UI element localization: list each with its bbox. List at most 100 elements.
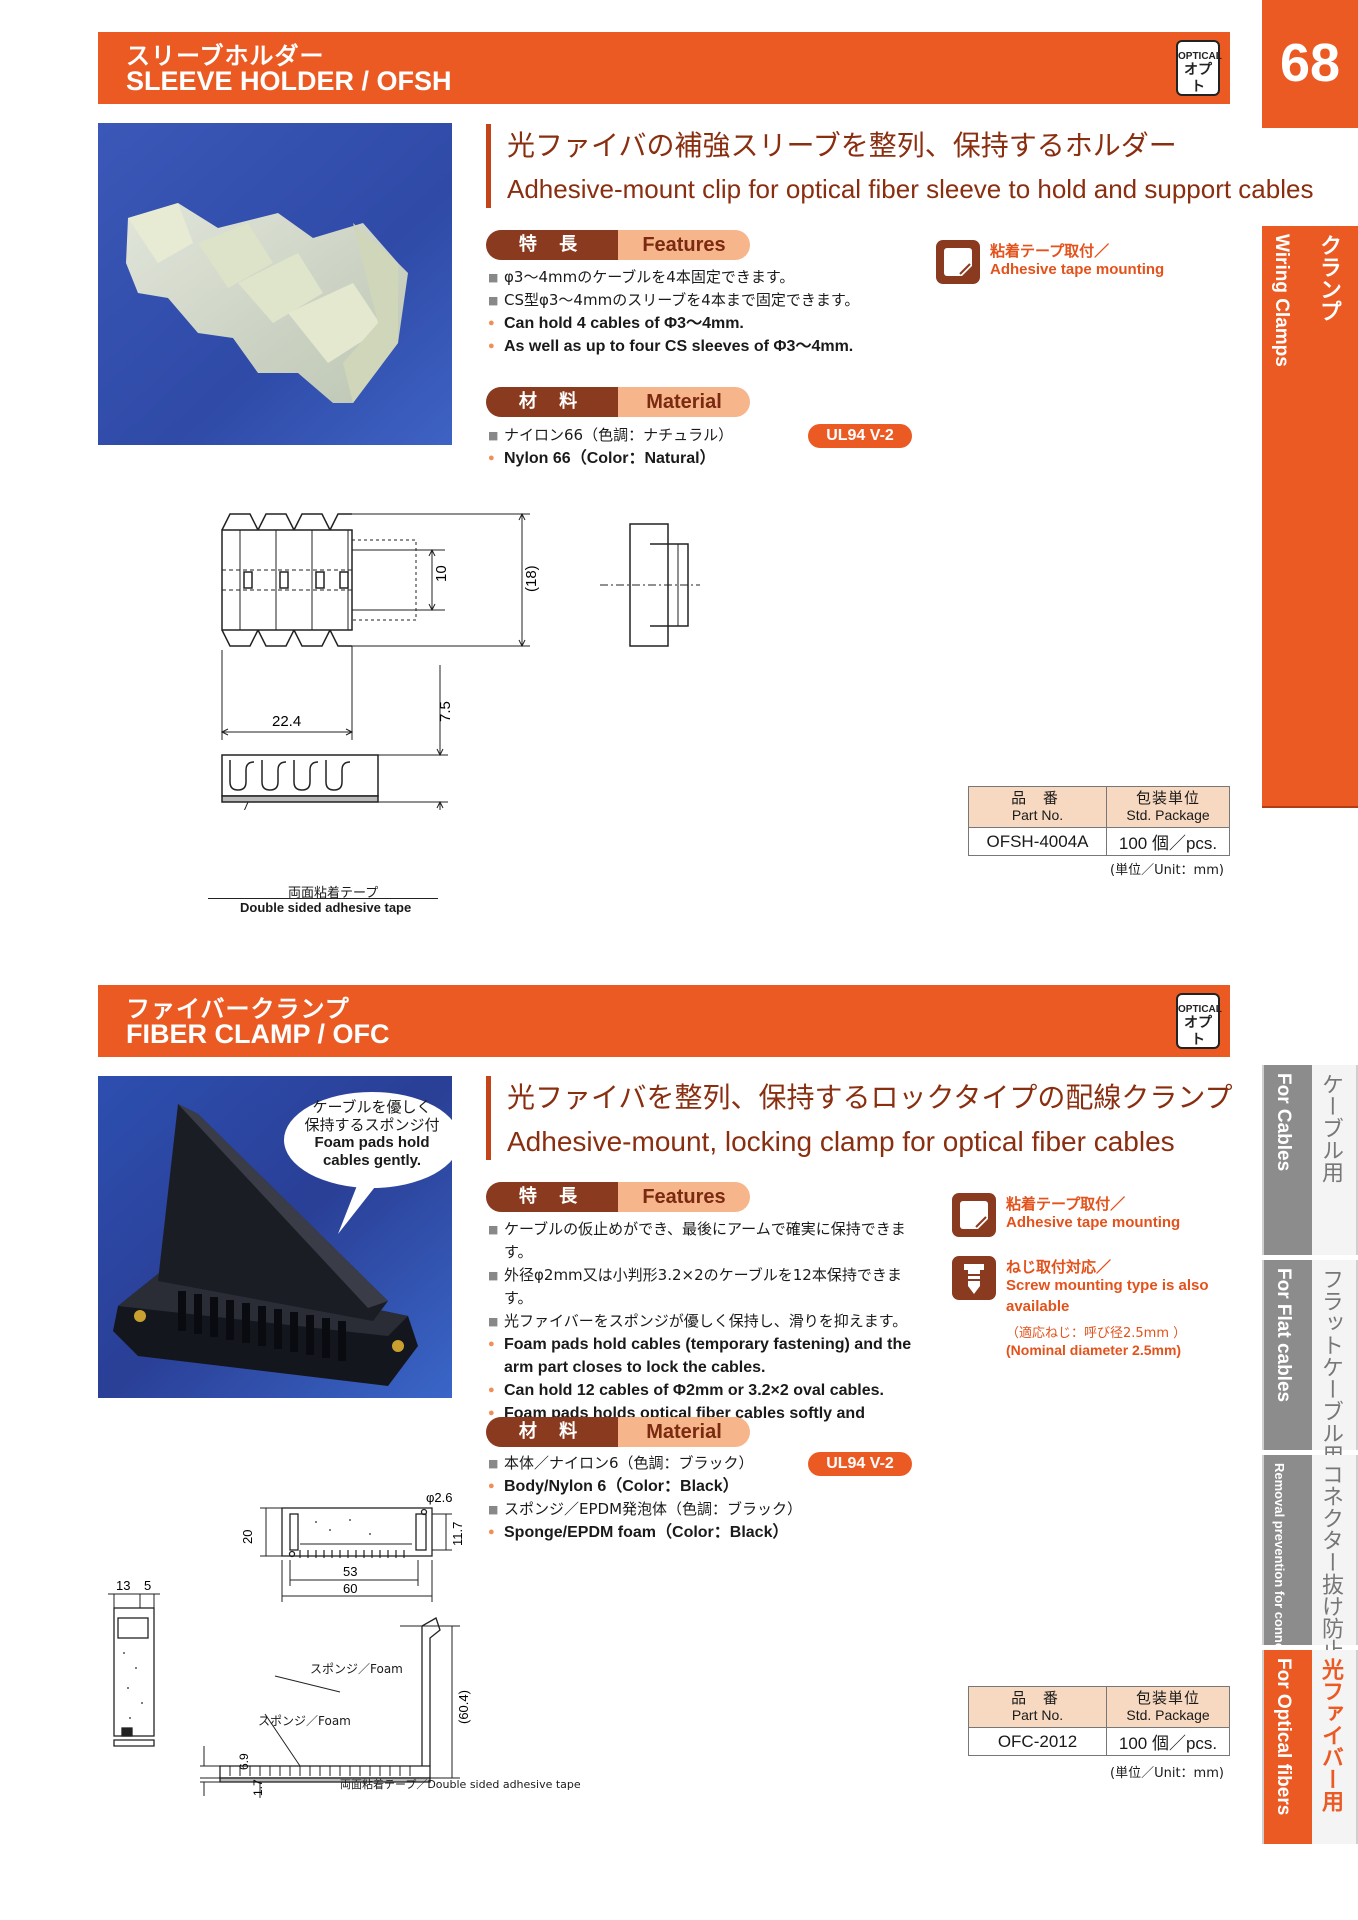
tab-for-optical-en: For Optical fibers: [1273, 1658, 1294, 1816]
optical-badge-jp: オプト: [1184, 1015, 1212, 1048]
screw-note-jp: （適応ねじ：呼び径2.5mm ）: [1006, 1326, 1187, 1341]
features-label-en: Features: [618, 1182, 750, 1212]
tab-for-cables-jp: ケーブル用: [1318, 1073, 1343, 1183]
tab-for-flat-cables[interactable]: For Flat cables フラットケーブル用: [1262, 1260, 1358, 1466]
feature-item: Can hold 12 cables of Φ2mm or 3.2×2 oval…: [488, 1379, 928, 1402]
features-label-jp: 特 長: [486, 230, 618, 260]
callout-en-1: Foam pads hold: [314, 1134, 430, 1151]
dim-1-7: 1.7: [251, 1779, 265, 1796]
tab-strip: [1264, 1065, 1312, 1255]
leader-line: [208, 898, 438, 899]
dim-53: 53: [343, 1564, 357, 1579]
page-number: 68: [1279, 33, 1341, 93]
material-label-jp: 材 料: [486, 387, 618, 417]
section2-features-list: ケーブルの仮止めができ、最後にアームで確実に保持できます。 外径φ2mm又は小判…: [488, 1218, 928, 1448]
features-label-en: Features: [618, 230, 750, 260]
section2-adhesive-mount: 粘着テープ取付／ Adhesive tape mounting: [952, 1193, 1202, 1243]
section1-tape-label-jp: 両面粘着テープ: [288, 886, 379, 901]
dim-10: 10: [433, 565, 450, 582]
screw-note-en: (Nominal diameter 2.5mm): [1006, 1342, 1182, 1358]
tab-strip: [1264, 1455, 1312, 1645]
dim-18: (18): [523, 565, 540, 592]
section2-headline-en: Adhesive-mount, locking clamp for optica…: [507, 1126, 1175, 1157]
tab-wiring-clamps[interactable]: Wiring Clamps クランプ: [1262, 226, 1358, 808]
adhesive-mount-en: Adhesive tape mounting: [1006, 1214, 1181, 1231]
section2-unit: (単位／Unit：mm): [1110, 1766, 1224, 1781]
optical-badge: OPTICAL オプト: [1176, 993, 1222, 1049]
section1-title-jp: スリーブホルダー: [126, 42, 325, 70]
section1-unit: (単位／Unit：mm): [1110, 863, 1224, 878]
section2-header: ファイバークランプ FIBER CLAMP / OFC OPTICAL オプト: [98, 985, 1230, 1057]
section1-material-list: ナイロン66（色調：ナチュラル） Nylon 66（Color：Natural）: [488, 424, 808, 470]
tab-wiring-clamps-en: Wiring Clamps: [1271, 234, 1292, 367]
section1-header: スリーブホルダー SLEEVE HOLDER / OFSH OPTICAL オプ…: [98, 32, 1230, 104]
section2-tape-label: 両面粘着テープ／Double sided adhesive tape: [340, 1778, 581, 1791]
dim-7-5: 7.5: [437, 701, 454, 722]
section1-title-en: SLEEVE HOLDER / OFSH: [126, 66, 452, 96]
dim-60: 60: [343, 1581, 357, 1596]
section1-headline-en: Adhesive-mount clip for optical fiber sl…: [507, 174, 1314, 204]
tab-strip: [1264, 1260, 1312, 1450]
tab-connectors-jp: コネクター抜け防止: [1318, 1463, 1343, 1661]
tab-for-cables-en: For Cables: [1273, 1073, 1294, 1172]
dim-20: 20: [240, 1530, 255, 1544]
section1-tape-label-en: Double sided adhesive tape: [240, 900, 412, 915]
material-label-en: Material: [618, 1417, 750, 1447]
feature-item: Foam pads hold cables (temporary fasteni…: [488, 1333, 928, 1379]
tab-connectors[interactable]: Removal prevention for connectors コネクター抜…: [1262, 1455, 1358, 1682]
section1-adhesive-mount: 粘着テープ取付／ Adhesive tape mounting: [936, 240, 1186, 290]
tab-for-optical-fibers[interactable]: For Optical fibers 光ファイバー用: [1262, 1650, 1358, 1844]
section2-screw-mount: ねじ取付対応／ Screw mounting type is also avai…: [952, 1256, 1212, 1366]
material-item: 本体／ナイロン6（色調：ブラック）: [488, 1452, 888, 1475]
feature-item: 光ファイバーをスポンジが優しく保持し、滑りを抑えます。: [488, 1310, 928, 1333]
screw-mount-jp: ねじ取付対応／: [1006, 1258, 1112, 1276]
feature-item: Can hold 4 cables of Φ3〜4mm.: [488, 312, 928, 335]
dim-5: 5: [144, 1578, 151, 1593]
callout-jp-2: 保持するスポンジ付: [304, 1116, 440, 1134]
sponge-label-1: スポンジ／Foam: [310, 1662, 403, 1676]
screw-mount-en-1: Screw mounting type is also: [1006, 1277, 1209, 1294]
material-label-jp: 材 料: [486, 1417, 618, 1447]
optical-badge-jp: オプト: [1184, 62, 1212, 95]
material-item: ナイロン66（色調：ナチュラル）: [488, 424, 808, 447]
features-label-jp: 特 長: [486, 1182, 618, 1212]
section1-features-list: φ3〜4mmのケーブルを4本固定できます。 CS型φ3〜4mmのスリーブを4本ま…: [488, 266, 928, 358]
fiber-clamp-drawing: φ2.6 20 11.7 53 60 13 5 (60.4) 6.9 1.7: [108, 1490, 471, 1798]
table-row: OFC-2012 100 個／pcs.: [968, 1727, 1230, 1756]
table-row: OFSH-4004A 100 個／pcs.: [968, 827, 1230, 856]
dim-6-9: 6.9: [237, 1753, 251, 1770]
tab-for-flat-cables-en: For Flat cables: [1273, 1268, 1294, 1403]
dim-22-4: 22.4: [272, 713, 301, 730]
package-qty: 100 個／pcs.: [1106, 827, 1230, 856]
feature-item: φ3〜4mmのケーブルを4本固定できます。: [488, 266, 928, 289]
section1-ul94-badge: UL94 V-2: [808, 424, 912, 448]
tab-for-cables[interactable]: For Cables ケーブル用: [1262, 1065, 1358, 1255]
optical-badge: OPTICAL オプト: [1176, 40, 1222, 96]
adhesive-tape-icon: [952, 1193, 996, 1237]
material-item: Body/Nylon 6（Color：Black）: [488, 1475, 888, 1498]
material-item: Nylon 66（Color：Natural）: [488, 447, 808, 470]
sponge-label-2: スポンジ／Foam: [258, 1714, 351, 1728]
screw-icon: [952, 1256, 996, 1300]
tab-connectors-en: Removal prevention for connectors: [1272, 1463, 1287, 1682]
section1-headline-jp: 光ファイバの補強スリーブを整列、保持するホルダー: [507, 129, 1177, 162]
section2-material-list: 本体／ナイロン6（色調：ブラック） Body/Nylon 6（Color：Bla…: [488, 1452, 888, 1544]
feature-item: As well as up to four CS sleeves of Φ3〜4…: [488, 335, 928, 358]
material-item: スポンジ／EPDM発泡体（色調：ブラック）: [488, 1498, 888, 1521]
section2-title-jp: ファイバークランプ: [126, 995, 350, 1023]
adhesive-tape-icon: [936, 240, 980, 284]
page-number-tab: 68: [1262, 0, 1358, 128]
feature-item: 外径φ2mm又は小判形3.2×2のケーブルを12本保持できます。: [488, 1264, 928, 1310]
foam-callout-text: ケーブルを優しく 保持するスポンジ付 Foam pads hold cables…: [290, 1098, 454, 1170]
tab-for-optical-jp: 光ファイバー用: [1318, 1658, 1343, 1812]
section1-headline: 光ファイバの補強スリーブを整列、保持するホルダー Adhesive-mount …: [486, 124, 1313, 208]
section2-headline-jp: 光ファイバを整列、保持するロックタイプの配線クランプ: [507, 1081, 1233, 1114]
dim-60-4: (60.4): [456, 1690, 471, 1724]
part-number: OFC-2012: [968, 1727, 1107, 1756]
callout-en-2: cables gently.: [322, 1152, 422, 1169]
section2-ul94-badge: UL94 V-2: [808, 1452, 912, 1476]
